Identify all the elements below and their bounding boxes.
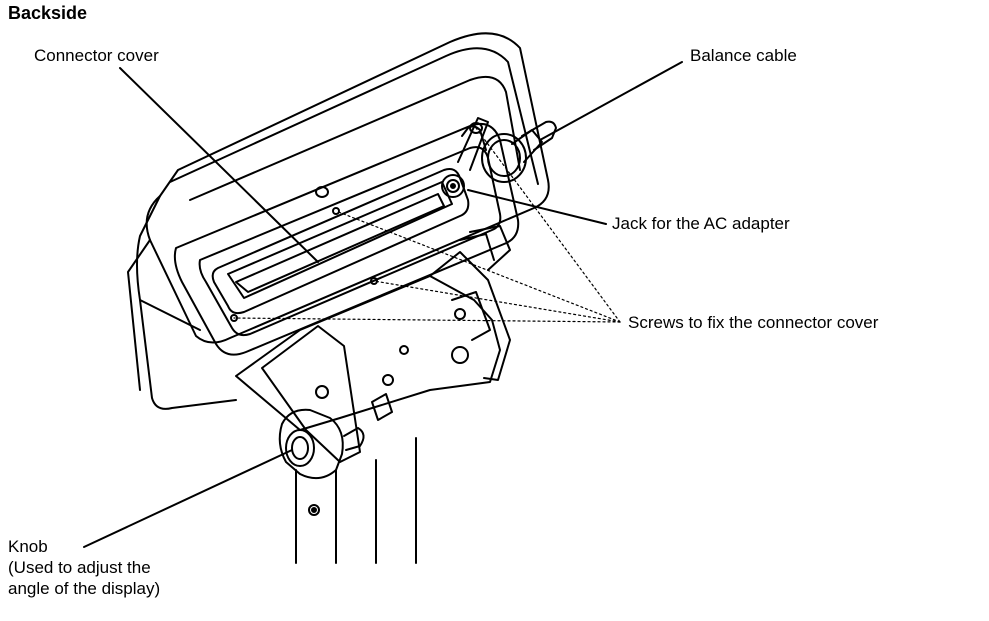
ac-adapter-jack xyxy=(441,174,465,198)
connector-cover-plate xyxy=(211,168,470,322)
display-housing xyxy=(127,32,550,410)
knob-description-line1: (Used to adjust the xyxy=(8,558,151,577)
cable-gland xyxy=(457,117,557,183)
knob-label: Knob xyxy=(8,537,48,556)
balance-cable-label: Balance cable xyxy=(690,46,797,65)
leader-lines xyxy=(83,61,683,548)
screws-label: Screws to fix the connector cover xyxy=(628,313,879,332)
rear-cover xyxy=(173,122,520,356)
knob-description-line2: angle of the display) xyxy=(8,579,161,598)
connector-cover-label: Connector cover xyxy=(34,46,159,65)
mounting-bracket xyxy=(235,225,511,463)
screw-leader-lines xyxy=(233,127,621,323)
stand-pole xyxy=(295,437,417,564)
page-title: Backside xyxy=(8,3,88,23)
jack-label: Jack for the AC adapter xyxy=(612,214,790,233)
